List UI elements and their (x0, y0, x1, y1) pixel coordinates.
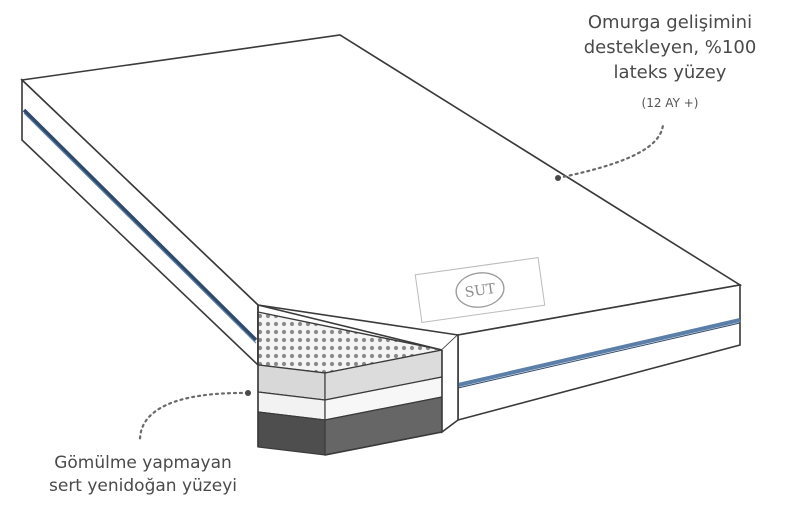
cut-bottom-layer (257, 411, 326, 456)
brand-label: SUT (414, 257, 546, 323)
callout-top-line2: destekleyen, %100 (583, 37, 757, 58)
callout-top-line1: Omurga gelişimini (587, 12, 753, 33)
callout-latex-surface: Omurga gelişimini destekleyen, %100 late… (560, 10, 780, 111)
front-stripe (457, 318, 741, 387)
callout-bottom-line2: sert yenidoğan yüzeyi (49, 476, 237, 496)
left-stripe (22, 108, 258, 342)
brand-logo-text: SUT (464, 281, 497, 301)
callout-top-line3: lateks yüzey (613, 62, 727, 83)
callout-line-top (556, 123, 665, 180)
callout-top-note: (12 AY +) (641, 96, 699, 110)
callout-line-bottom (138, 391, 250, 442)
callout-bottom-line1: Gömülme yapmayan (54, 453, 232, 473)
callout-newborn-surface: Gömülme yapmayan sert yenidoğan yüzeyi (28, 452, 258, 498)
